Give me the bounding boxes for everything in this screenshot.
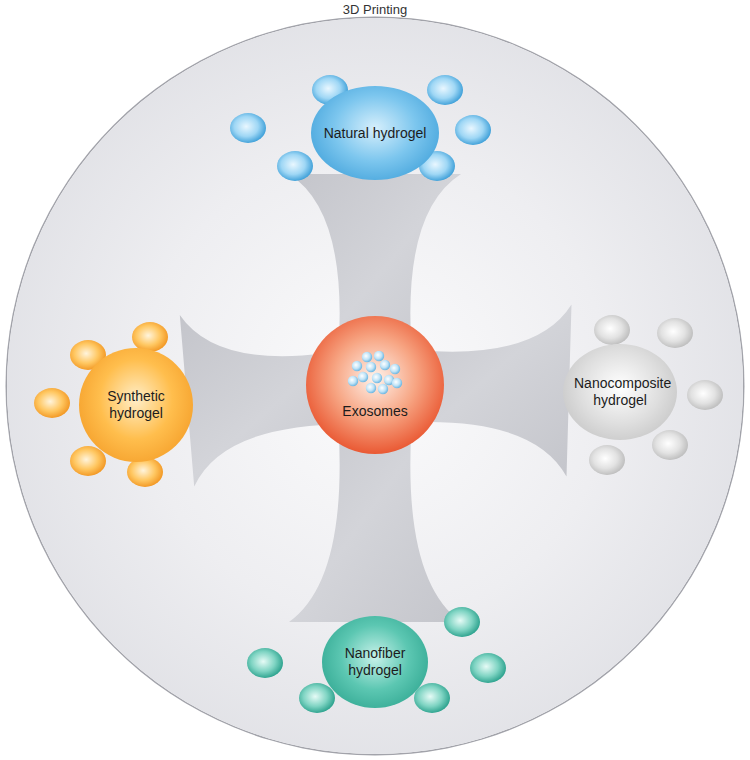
node-label: Natural hydrogel (324, 125, 427, 142)
satellite-bead (414, 683, 450, 713)
exosome-cluster (343, 351, 407, 395)
vesicle-dot (372, 372, 382, 382)
satellite-bead (427, 75, 463, 105)
vesicle-dot (366, 382, 376, 392)
satellite-bead (455, 115, 491, 145)
satellite-bead (247, 648, 283, 678)
node-label: Nanofiber hydrogel (333, 645, 417, 679)
vesicle-dot (390, 363, 400, 373)
diagram-title: 3D Printing (7, 2, 743, 17)
satellite-bead (657, 318, 693, 348)
vesicle-dot (378, 383, 388, 393)
satellite-bead (70, 446, 106, 476)
hydrogel-node: Synthetic hydrogel (79, 348, 193, 462)
vesicle-dot (362, 351, 372, 361)
vesicle-dot (380, 359, 390, 369)
vesicle-dot (348, 375, 358, 385)
vesicle-dot (358, 371, 368, 381)
hydrogel-node: Natural hydrogel (311, 86, 439, 180)
vesicle-dot (352, 360, 362, 370)
nanofiber-satellites (247, 607, 506, 713)
satellite-bead (652, 430, 688, 460)
vesicle-dot (392, 377, 402, 387)
vesicle-dot (366, 361, 376, 371)
hydrogel-node: Nanofiber hydrogel (322, 616, 428, 708)
satellite-bead (230, 113, 266, 143)
node-label: Exosomes (342, 403, 407, 420)
exosome-core: Exosomes (306, 316, 444, 454)
satellite-bead (589, 445, 625, 475)
node-label: Nanocomposite hydrogel (574, 375, 666, 409)
vesicle-dot (374, 351, 384, 361)
satellite-bead (277, 151, 313, 181)
node-label: Synthetic hydrogel (90, 388, 182, 422)
satellite-bead (594, 315, 630, 345)
satellite-bead (299, 683, 335, 713)
exosome-vesicles (348, 351, 402, 394)
satellite-bead (444, 607, 480, 637)
satellite-bead (34, 388, 70, 418)
outer-circle: 3D PrintingNatural hydrogelSynthetic hyd… (7, 18, 743, 754)
satellite-bead (470, 653, 506, 683)
hydrogel-node: Nanocomposite hydrogel (563, 344, 677, 440)
natural-satellites (230, 75, 491, 181)
satellite-bead (687, 380, 723, 410)
